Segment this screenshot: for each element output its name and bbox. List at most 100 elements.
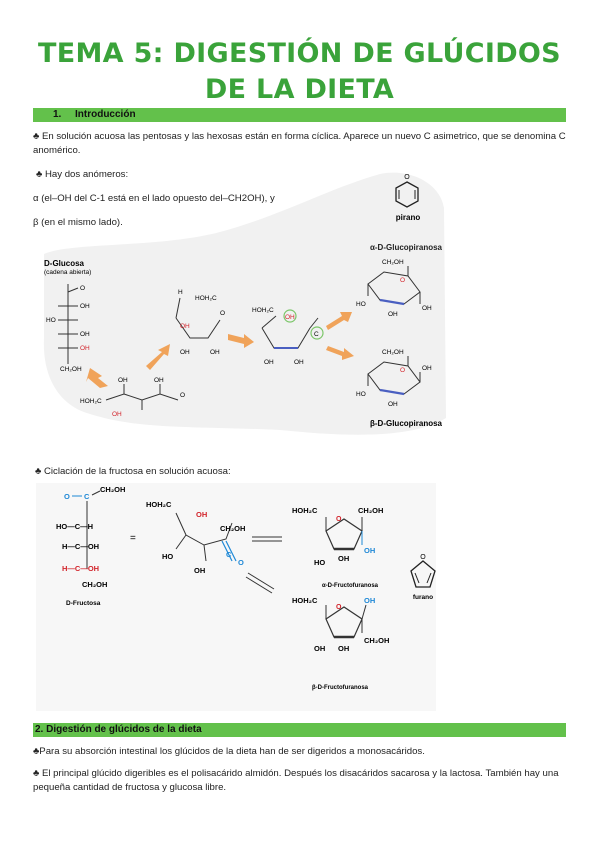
ring-oxygen: O (400, 277, 405, 284)
hydroxyl-label: OH (210, 349, 220, 356)
equilibrium-arrows (245, 536, 282, 594)
ring-oxygen: O (336, 516, 342, 523)
hydroxyl-label: HO (356, 301, 366, 308)
hydroxyl-label: OH (180, 349, 190, 356)
hydroxyl-label: HO (162, 552, 173, 561)
aldehyde-oxygen: O (220, 310, 225, 317)
alpha-glucopyranose-ring (367, 266, 421, 306)
hydroxyl-c5-label: OH (180, 323, 190, 330)
h-label: H (178, 289, 183, 296)
hydroxyl-c5-label: OH (196, 510, 207, 519)
ch2oh-label: CH₂OH (382, 349, 404, 356)
hydroxyl-label: OH (388, 311, 398, 318)
beta-glucopyranose-label: β-D-Glucopiranosa (370, 419, 443, 428)
ch2oh-label: CH₂OH (220, 524, 245, 533)
hoh2c-label: HOH₂C (80, 398, 102, 405)
bond (91, 490, 101, 496)
hoh2c-label: HOH₂C (195, 295, 217, 302)
hydroxyl-anomeric: OH (364, 596, 375, 605)
hydroxyl-label: OH (314, 644, 325, 653)
paragraph: β (en el mismo lado). (33, 217, 123, 228)
section-heading: 2. Digestión de glúcidos de la dieta (35, 724, 202, 735)
hydroxyl-label: OH (80, 331, 90, 338)
hydroxyl-label: OH (118, 377, 128, 384)
aldehyde-oxygen: O (80, 285, 85, 292)
hydroxyl-label: HO (314, 558, 325, 567)
alpha-glucopyranose-label: α-D-Glucopiranosa (370, 243, 443, 252)
hoh2c-label: HOH₂C (146, 500, 172, 509)
hydroxyl-label: OH (194, 566, 205, 575)
glucose-sublabel: (cadena abierta) (44, 269, 91, 276)
aldehyde-oxygen: O (180, 392, 185, 399)
beta-fructofuranose-ring (325, 604, 367, 639)
furan-ring-icon (410, 560, 436, 588)
ch2oh-label: CH₂OH (358, 506, 383, 515)
hydroxyl-label: OH (154, 377, 164, 384)
hydroxyl-label: OH (338, 644, 349, 653)
paragraph: ♣ Hay dos anómeros: (36, 169, 129, 180)
hydroxyl-label: OH (294, 359, 304, 366)
fructose-label: D-Fructosa (66, 600, 101, 607)
carbonyl-bond (221, 540, 233, 562)
ring-oxygen: O (336, 604, 342, 611)
section-heading-bar: 2. Digestión de glúcidos de la dieta (33, 723, 566, 737)
carbonyl-carbon: C (314, 331, 319, 338)
hydroxyl-label: OH (338, 554, 349, 563)
furan-label: furano (413, 594, 433, 601)
figure-background (36, 483, 436, 711)
hydroxyl-label: OH (388, 401, 398, 408)
glucose-rotated-chain (175, 297, 221, 339)
pyran-label: pirano (396, 213, 421, 222)
alpha-fructofuranose-ring (325, 517, 363, 551)
hydroxyl-c5-label: OH (112, 411, 122, 418)
glucose-chain (58, 284, 79, 364)
carbonyl-bond (225, 540, 237, 562)
oxygen-highlight (283, 309, 297, 323)
ring-oxygen: O (400, 367, 405, 374)
furan-oxygen: O (420, 554, 426, 561)
figure-background-shape (43, 172, 446, 435)
paragraph: α (el–OH del C-1 está en el lado opuesto… (33, 193, 275, 204)
page-title-line1: TEMA 5: DIGESTIÓN DE GLÚCIDOS (38, 38, 561, 69)
hoh2c-label: HOH₂C (252, 307, 274, 314)
carbonyl-carbon: C (84, 492, 90, 501)
section-heading-bar: 1. Introducción (33, 108, 566, 122)
hoh2c-label: HOH₂C (292, 506, 318, 515)
carbonyl-oxygen: O (238, 558, 244, 567)
ch2oh-label: CH₂OH (100, 485, 125, 494)
reaction-arrows (86, 312, 354, 388)
ch2oh-label: CH₂OH (364, 636, 389, 645)
ch2oh-label: CH₂OH (60, 366, 82, 373)
carbonyl-carbon: C (226, 550, 232, 559)
hydroxyl-label: HO (356, 391, 366, 398)
hydroxyl-label: OH (80, 303, 90, 310)
fischer-row: HO—C—H (56, 522, 93, 531)
fructose-cyclization-figure: O C CH₂OH HO—C—H H—C—OH H—C—OH CH₂OH D-F… (36, 483, 436, 711)
hydroxyl-anomeric: OH (364, 546, 375, 555)
ch2oh-label: CH₂OH (382, 259, 404, 266)
fischer-row-red: H—C—OH (62, 564, 99, 573)
fructose-bent-chain (175, 512, 233, 562)
glucose-cyclization-figure: O pirano α-D-Glucopiranosa D-Glucosa (ca… (43, 172, 446, 435)
hydroxyl-label: HO (46, 317, 56, 324)
hydroxyl-c5-label: OH (285, 314, 295, 321)
alpha-fructofuranose-label: α-D-Fructofuranosa (322, 583, 379, 589)
paragraph: ♣ Ciclación de la fructosa en solución a… (35, 466, 231, 477)
paragraph: ♣ En solución acuosa las pentosas y las … (33, 131, 566, 156)
hydroxyl-label: OH (422, 305, 432, 312)
pyran-ring-icon (395, 181, 419, 208)
beta-fructofuranose-label: β-D-Fructofuranosa (312, 685, 369, 691)
ring-oxygen-label: O (404, 174, 410, 181)
hoh2c-label: HOH₂C (292, 596, 318, 605)
section-heading: Introducción (75, 109, 136, 120)
paragraph: ♣ El principal glúcido digeribles es el … (33, 768, 559, 793)
section-number: 1. (53, 109, 62, 120)
paragraph: ♣Para su absorción intestinal los glúcid… (33, 746, 425, 757)
ch2oh-label: CH₂OH (82, 580, 107, 589)
beta-glucopyranose-ring (367, 356, 421, 396)
hydroxyl-label: OH (422, 365, 432, 372)
carbonyl-oxygen: O (64, 492, 70, 501)
glucose-label: D-Glucosa (44, 259, 85, 268)
hydroxyl-label: OH (264, 359, 274, 366)
fischer-row: H—C—OH (62, 542, 99, 551)
